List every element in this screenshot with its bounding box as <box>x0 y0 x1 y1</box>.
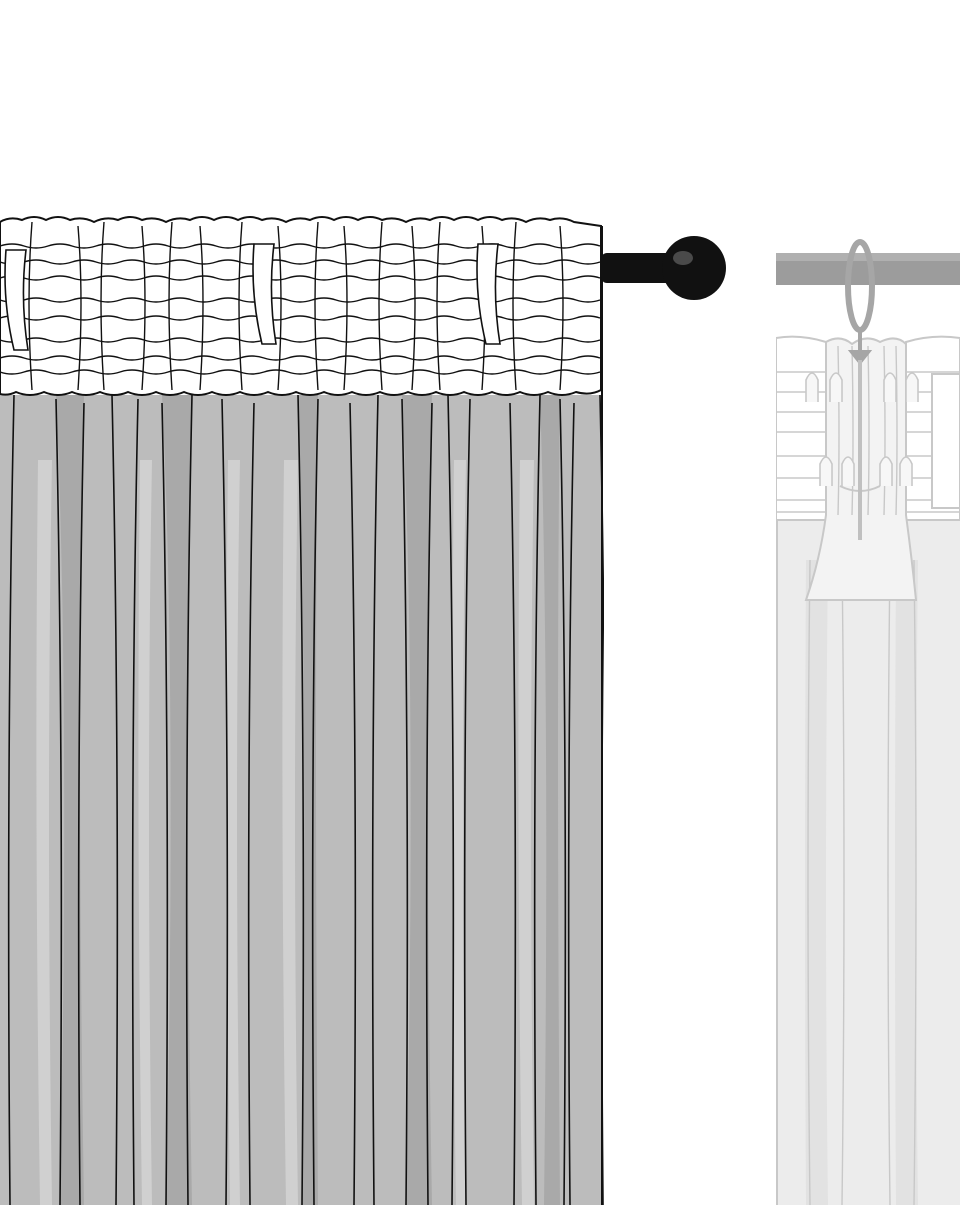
header-band <box>0 216 602 396</box>
fold-line <box>77 402 85 1205</box>
pinch-pleat-curtain <box>776 335 960 1205</box>
fold-line <box>509 402 517 1205</box>
fold-line <box>559 398 567 1205</box>
fold-line <box>297 394 305 1205</box>
fold-line <box>7 394 15 1205</box>
pleat-line <box>895 345 898 516</box>
fold-shadow <box>56 395 84 1205</box>
pleat-header-band <box>776 335 827 521</box>
fold-line <box>841 559 845 1205</box>
fold-line <box>371 394 379 1205</box>
pleat-line <box>851 345 854 516</box>
fold-shadow <box>540 395 560 1205</box>
pleat-line <box>883 345 886 516</box>
gather-line <box>0 355 601 361</box>
gather-fold <box>168 221 173 391</box>
pleat-tuck <box>899 456 913 486</box>
fold-line <box>401 398 409 1205</box>
pleat-tuck <box>819 456 833 486</box>
fold-line <box>913 559 917 1205</box>
gather-fold <box>378 221 383 391</box>
gather-fold <box>77 225 82 391</box>
fold-line <box>567 402 575 1205</box>
gather-fold <box>436 221 441 391</box>
fabric-folds-left <box>7 226 604 1205</box>
fold-line <box>111 394 119 1205</box>
rod-loop <box>252 243 277 345</box>
fold-line <box>185 394 193 1205</box>
pleat-tuck <box>805 372 819 402</box>
gather-fold <box>411 225 416 391</box>
rod-pocket-curtain <box>0 216 604 1205</box>
rod-bar <box>601 253 681 283</box>
ring-hook <box>847 330 873 366</box>
rod-loop <box>4 249 29 351</box>
pleat-tuck <box>841 456 855 486</box>
fold-line <box>887 559 891 1205</box>
fold-line <box>311 398 319 1205</box>
fold-line <box>349 402 357 1205</box>
fold-shadow <box>162 395 192 1205</box>
gather-line <box>0 275 601 281</box>
pleat-tuck <box>883 372 897 402</box>
rod-finial-highlight <box>673 251 693 265</box>
fold-highlight <box>226 460 240 1205</box>
fold-line <box>425 402 433 1205</box>
gather-line <box>0 243 601 249</box>
pleat-line <box>837 345 840 516</box>
curtain-fabric-right <box>776 520 960 1205</box>
gather-fold <box>314 221 319 391</box>
curtain-rod-main <box>601 236 726 300</box>
gather-fold <box>141 225 146 391</box>
header-gather-lines <box>0 221 601 391</box>
rod-loop <box>476 243 501 345</box>
pleat-tuck <box>829 372 843 402</box>
fold-shadow <box>895 560 918 1205</box>
fold-shadow <box>805 560 828 1205</box>
fold-line <box>221 398 229 1205</box>
fold-line <box>55 398 63 1205</box>
gather-line <box>0 369 601 375</box>
gather-fold <box>100 221 105 391</box>
fold-highlight <box>36 460 52 1205</box>
gathered-header <box>0 216 602 396</box>
fold-line <box>161 402 169 1205</box>
gather-fold <box>199 225 204 391</box>
gather-line <box>0 259 601 265</box>
gather-fold <box>277 225 282 391</box>
pleat-tuck <box>905 372 919 402</box>
pleat-fold-details <box>805 345 919 516</box>
pleat-tuck <box>879 456 893 486</box>
fold-line <box>533 394 541 1205</box>
fold-line <box>247 402 255 1205</box>
pleat-line <box>867 345 870 516</box>
gather-line <box>0 337 601 343</box>
side-tab <box>931 373 960 509</box>
rod-finial-ball <box>662 236 726 300</box>
gather-fold <box>559 225 564 391</box>
fabric-folds-right <box>776 338 918 1205</box>
gather-fold <box>512 221 517 391</box>
pleat-header <box>776 335 960 601</box>
fold-highlight <box>138 460 152 1205</box>
fold-line <box>447 394 455 1205</box>
fold-shadow <box>402 395 432 1205</box>
fold-line <box>131 398 139 1205</box>
fold-line <box>807 559 811 1205</box>
gather-line <box>0 315 601 321</box>
fold-highlight <box>282 460 298 1205</box>
gather-fold <box>28 221 33 391</box>
fold-line <box>463 398 471 1205</box>
gather-fold <box>238 221 243 391</box>
gather-line <box>0 297 601 303</box>
fold-highlight <box>518 460 534 1205</box>
curtain-rod-secondary <box>776 239 960 540</box>
gather-fold <box>343 225 348 391</box>
fold-highlight <box>452 460 466 1205</box>
